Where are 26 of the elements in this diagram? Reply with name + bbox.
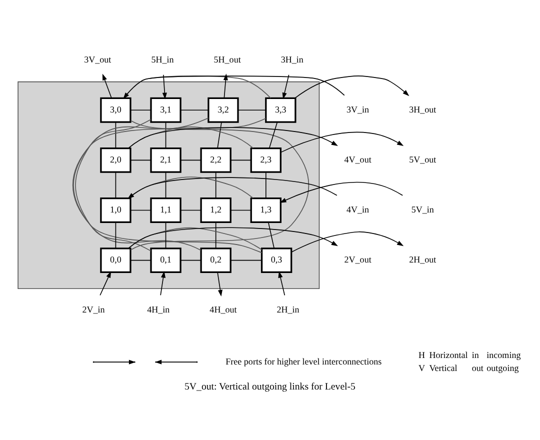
- label: Vertical: [429, 362, 458, 372]
- node-text: 3V_in: [346, 104, 370, 114]
- node-text: 2V_out: [344, 254, 372, 264]
- label: outgoing: [486, 362, 519, 372]
- legend-label: Free ports for higher level interconnections: [226, 356, 382, 366]
- node-text: 4V_out: [344, 154, 372, 164]
- node-text: 5H_out: [214, 54, 241, 64]
- node-text: 5V_out: [409, 154, 436, 164]
- node-text: 3H_out: [409, 104, 436, 114]
- node-text: 4H_in: [147, 304, 170, 314]
- label: H: [418, 349, 426, 360]
- node-text: 4V_in: [346, 204, 370, 214]
- label: V: [418, 362, 426, 372]
- node-text: 3H_in: [280, 54, 304, 64]
- node-text: 2H_in: [276, 304, 300, 314]
- node-text: 5H_in: [151, 54, 174, 64]
- node-text: 3V_out: [84, 54, 112, 64]
- label: Horizontal: [429, 349, 468, 360]
- node-text: 5V_in: [411, 204, 434, 214]
- label: out: [472, 362, 484, 372]
- node-text: 2H_out: [409, 254, 436, 264]
- node-text: 2V_in: [82, 304, 105, 314]
- label: incoming: [486, 349, 521, 360]
- label: in: [472, 349, 479, 360]
- node-text: 4H_out: [210, 304, 237, 314]
- caption: 5V_out: Vertical outgoing links for Level-5: [184, 381, 356, 392]
